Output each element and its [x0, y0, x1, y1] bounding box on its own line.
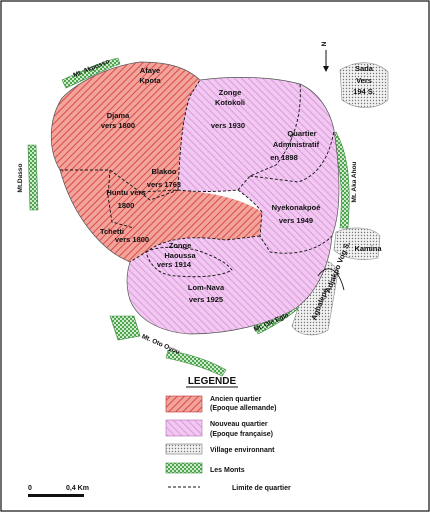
- legend-ancien: Ancien quartier(Epoque allemande): [210, 396, 277, 412]
- mountain-oto-oyou-a: [109, 315, 141, 341]
- scale-distance: 0,4 Km: [66, 485, 89, 492]
- mountain-agbangon: [61, 57, 121, 89]
- village-kamina: [333, 227, 381, 260]
- village-sada: [339, 62, 389, 108]
- north-arrow: N: [321, 41, 329, 72]
- north-label: N: [321, 41, 328, 46]
- label-mt-ahou: Mt. Aka Ahou: [351, 161, 358, 202]
- zone-ancien-nord: [51, 62, 200, 192]
- legend-title: LEGENDE: [188, 376, 237, 387]
- zone-nyekonakpoe: [238, 130, 339, 254]
- agbalepe-arc: [317, 268, 345, 291]
- nouveau-quartiers: [127, 77, 339, 334]
- ancien-quartiers: [51, 62, 262, 262]
- legend-swatch-monts: [165, 462, 203, 474]
- legend-limite: Limite de quartier: [232, 485, 291, 492]
- label-kamina: Kamina: [354, 244, 382, 253]
- zone-administratif: [250, 84, 334, 182]
- zone-kotokoli: [178, 77, 301, 192]
- zone-lom-nava: [127, 236, 332, 334]
- mountain-oto-oyou-b: [165, 349, 227, 377]
- mountain-ossi: [27, 144, 39, 211]
- legend-nouveau: Nouveau quartier(Epoque française): [210, 421, 273, 438]
- legend-swatch-village: [165, 443, 203, 455]
- villages: [291, 62, 389, 336]
- legend-monts: Les Monts: [210, 467, 245, 474]
- label-mt-ossi: Mt.Dasso: [17, 164, 24, 193]
- legend-village: Village environnant: [210, 447, 275, 454]
- scale-zero: 0: [28, 485, 32, 492]
- zone-ancien-sud: [60, 170, 262, 262]
- mountain-ranges: [27, 57, 350, 377]
- scale-bar: 0 0,4 Km: [28, 485, 89, 497]
- legend: LEGENDE Ancien quartier(Epoque allemande…: [165, 376, 291, 492]
- legend-swatch-ancien: [165, 395, 203, 413]
- legend-swatch-nouveau: [165, 419, 203, 437]
- city-outline: [50, 61, 340, 335]
- quarter-limits: [60, 79, 335, 278]
- label-mt-oto-oyou: Mt. Oto Oyou: [141, 333, 181, 356]
